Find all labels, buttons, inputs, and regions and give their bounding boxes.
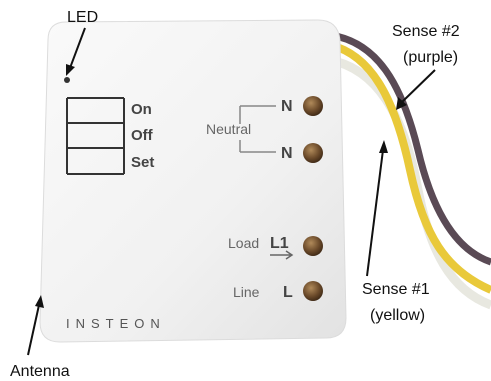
callout-led: LED — [67, 9, 98, 26]
callouts: LED Sense #2 (purple) Sense #1 (yellow) … — [10, 9, 460, 380]
line-label: Line — [233, 284, 260, 300]
load-terminal-letter: L1 — [270, 235, 289, 252]
device-shell — [39, 19, 347, 343]
button-label-on: On — [131, 101, 152, 118]
load-line-terminals: Load L1 Line L — [228, 235, 323, 301]
yellow-wire — [328, 41, 491, 294]
brand-logo: INSTEON — [66, 316, 166, 331]
callout-antenna-arrowhead — [35, 295, 44, 308]
callout-sense2-line1: Sense #2 — [392, 23, 460, 40]
button-panel: On Off Set — [66, 97, 154, 175]
callout-sense1-line2: (yellow) — [370, 307, 425, 324]
load-screw — [303, 236, 323, 256]
line-terminal-letter: L — [283, 284, 293, 301]
button-label-set: Set — [131, 154, 154, 171]
line-screw — [303, 281, 323, 301]
button-bracket — [66, 97, 125, 175]
callout-antenna-arrow — [27, 304, 40, 356]
load-label: Load — [228, 235, 259, 251]
callout-sense1-line1: Sense #1 — [362, 281, 430, 298]
callout-led-arrowhead — [66, 64, 75, 76]
neutral-screw-2 — [303, 143, 323, 163]
load-arrow — [270, 250, 294, 260]
neutral-terminals: Neutral N N — [206, 96, 323, 163]
neutral-terminal-2-letter: N — [281, 145, 293, 162]
callout-sense2-arrow — [401, 69, 436, 103]
callout-sense1-arrowhead — [379, 140, 388, 153]
callout-sense2-line2: (purple) — [403, 49, 458, 66]
callout-sense2-arrowhead — [396, 97, 407, 110]
callout-led-arrow — [69, 27, 86, 69]
button-label-off: Off — [131, 127, 154, 144]
wires — [328, 31, 491, 310]
led-dot — [64, 77, 70, 83]
neutral-terminal-1-letter: N — [281, 98, 293, 115]
neutral-screw-1 — [303, 96, 323, 116]
purple-wire — [329, 31, 491, 266]
callout-antenna: Antenna — [10, 363, 70, 380]
neutral-bracket — [239, 105, 276, 153]
device-body — [39, 19, 347, 343]
callout-sense1-arrow — [366, 149, 384, 277]
neutral-label: Neutral — [206, 121, 251, 137]
